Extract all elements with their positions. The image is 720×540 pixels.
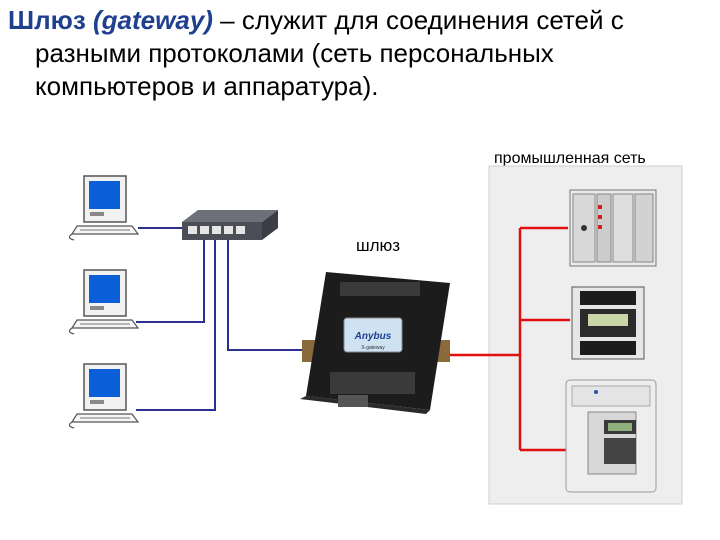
heading-line-1-rest: – служит для соединения сетей с <box>212 5 624 35</box>
heading-line-3: компьютеров и аппаратура). <box>35 71 379 101</box>
pc2-link <box>136 234 205 323</box>
plc-device-icon <box>569 189 657 267</box>
pc3-link <box>136 234 216 411</box>
network-switch-icon <box>182 210 278 240</box>
gateway-device-icon <box>300 272 450 414</box>
computer-icon <box>68 269 140 335</box>
industrial-lines <box>450 226 570 452</box>
drive-device-icon <box>565 379 657 493</box>
industrial-network-label: промышленная сеть <box>494 150 646 167</box>
gateway-brand-sub: X-gateway <box>361 345 385 351</box>
gateway-label: шлюз <box>356 236 401 255</box>
gateway-link <box>227 234 302 351</box>
controller-device-icon <box>571 286 645 360</box>
heading-term-en: (gateway) <box>93 5 213 35</box>
gateway-brand: Anybus <box>354 331 392 342</box>
computer-icon <box>68 363 140 429</box>
heading-line-1: Шлюз (gateway) – служит для соединения с… <box>8 4 708 37</box>
heading-term: Шлюз <box>8 5 86 35</box>
computer-icon <box>68 175 140 241</box>
heading-line-2: разными протоколами (сеть персональных <box>35 38 554 68</box>
pc-network-lines <box>136 227 302 411</box>
heading-text: Шлюз (gateway) – служит для соединения с… <box>8 4 708 103</box>
